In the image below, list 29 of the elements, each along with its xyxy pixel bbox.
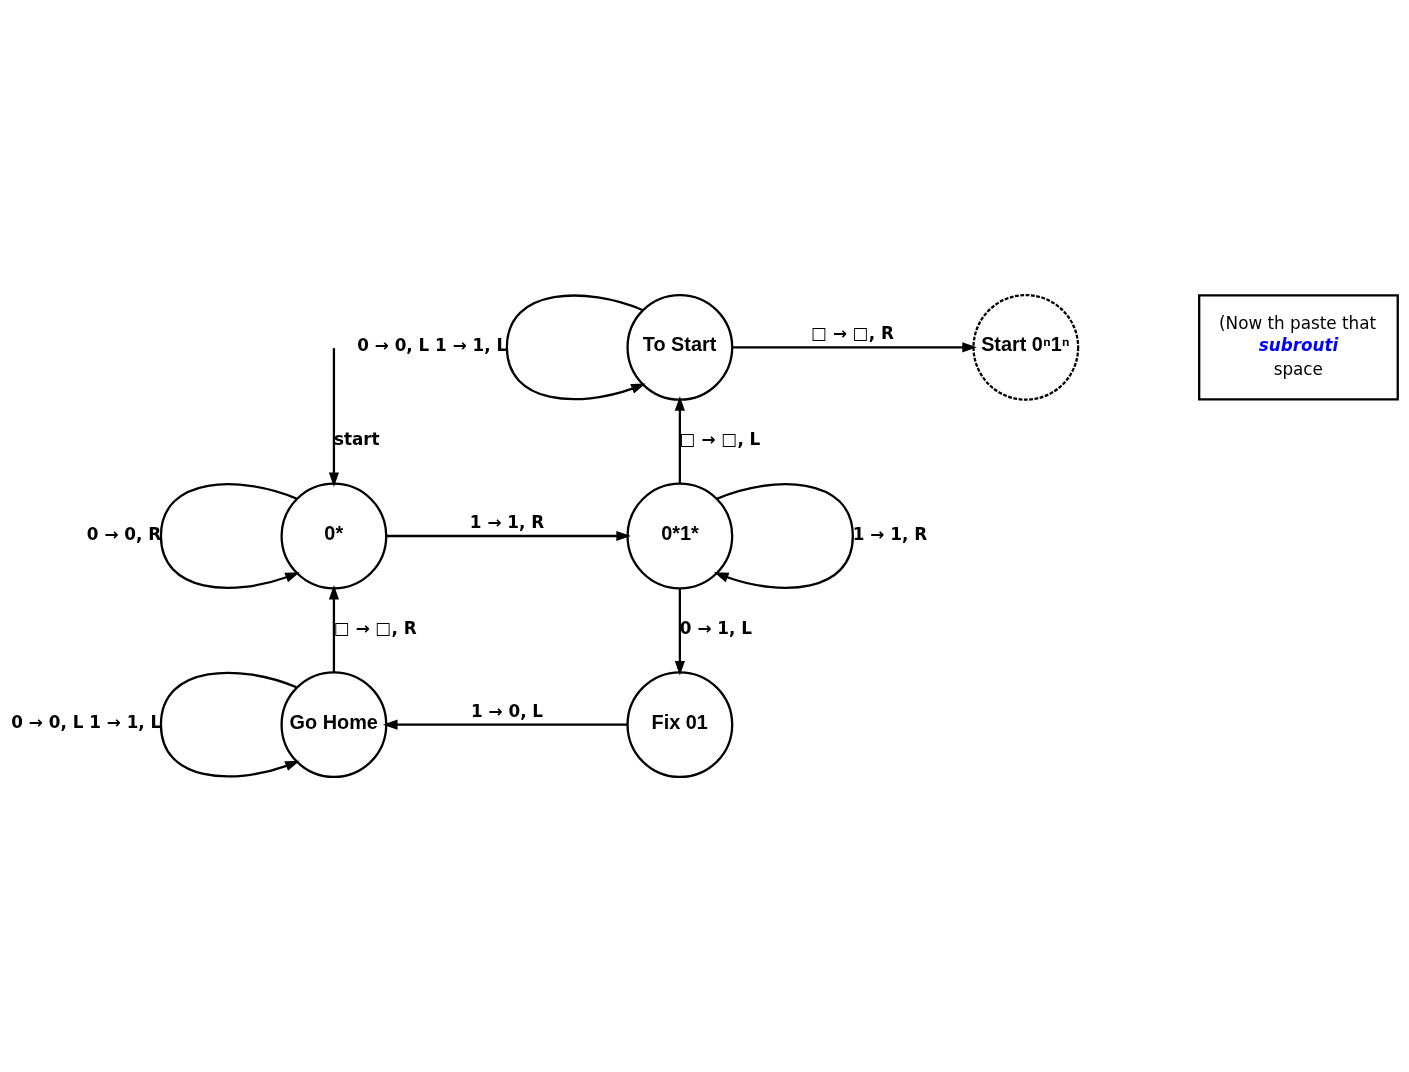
node-circle: To Start [626, 293, 734, 401]
edge-label: 0 → 1, L [679, 617, 752, 638]
arrow [383, 719, 628, 730]
arrow [159, 671, 300, 778]
edge-label: 1 → 0, L [471, 700, 544, 721]
arrow [674, 396, 685, 484]
arrow [159, 483, 300, 589]
arrow [674, 588, 685, 676]
node-box: (Now th paste that subrouti space [1198, 294, 1399, 401]
edge-label: □ → □, R [333, 617, 417, 638]
arrow [505, 294, 646, 401]
edge-label: □ → □, L [679, 429, 761, 450]
edge-label: 0 → 0, L 1 → 1, L [11, 712, 162, 733]
node-circle: 0*1* [626, 482, 734, 590]
node-circle: 0* [280, 482, 388, 590]
node-circle: Start 0ⁿ1ⁿ [972, 293, 1080, 401]
edge-label: □ → □, R [811, 323, 894, 344]
edge-label: 1 → 1, R [469, 512, 545, 533]
arrow [328, 584, 339, 673]
edge-label: 0 → 0, L 1 → 1, L [357, 334, 508, 355]
edge-label: 1 → 1, R [852, 523, 928, 544]
edge-label: 0 → 0, R [86, 523, 162, 544]
arrow [386, 530, 631, 542]
node-circle: Fix 01 [626, 671, 734, 779]
arrow [732, 342, 977, 353]
arrow [328, 348, 339, 488]
edge-label: start [333, 429, 380, 450]
arrow [714, 483, 854, 589]
node-circle: Go Home [280, 671, 388, 779]
